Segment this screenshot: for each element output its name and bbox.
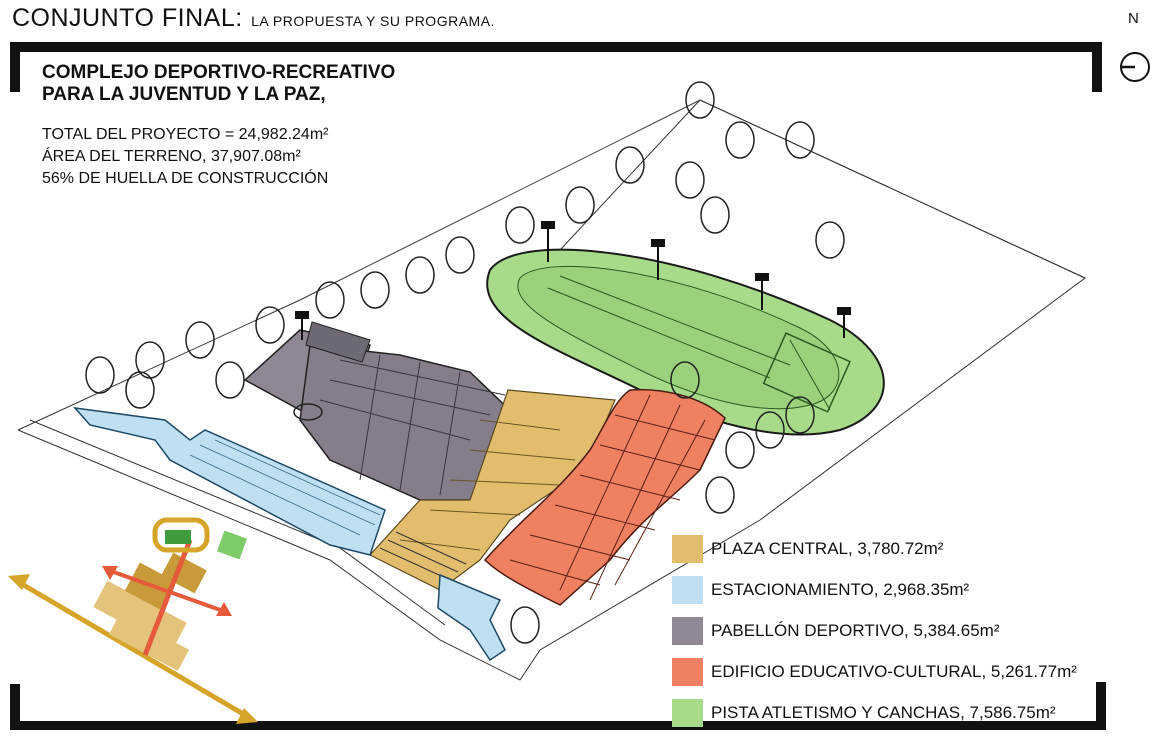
header-subtitle: LA PROPUESTA Y SU PROGRAMA. bbox=[251, 13, 495, 29]
frame-top-bar bbox=[10, 42, 1102, 52]
site-outline bbox=[17, 99, 1086, 681]
sports-pavilion bbox=[243, 321, 521, 501]
tree-icon bbox=[405, 256, 435, 294]
light-pole-icon bbox=[295, 311, 309, 340]
legend-label: EDIFICIO EDUCATIVO-CULTURAL, 5,261.77m² bbox=[711, 662, 1077, 681]
stat-total-area: TOTAL DEL PROYECTO = 24,982.24m² bbox=[42, 126, 329, 143]
legend-label: PABELLÓN DEPORTIVO, 5,384.65m² bbox=[711, 621, 1000, 640]
tree-icon bbox=[785, 396, 815, 434]
light-poles bbox=[295, 221, 851, 340]
north-label: N bbox=[1128, 10, 1139, 27]
legend-swatch bbox=[672, 617, 703, 645]
legend-swatch bbox=[672, 699, 703, 727]
frame-bottom-bar bbox=[10, 721, 1106, 730]
frame-top-left-leg bbox=[10, 42, 20, 92]
legend-item-plaza: PLAZA CENTRAL, 3,780.72m² bbox=[672, 533, 1077, 565]
legend-item-pavilion: PABELLÓN DEPORTIVO, 5,384.65m² bbox=[672, 615, 1077, 647]
legend-swatch bbox=[672, 576, 703, 604]
tree-icon bbox=[255, 306, 285, 344]
project-stats: TOTAL DEL PROYECTO = 24,982.24m² ÁREA DE… bbox=[42, 124, 395, 190]
tree-icon bbox=[675, 161, 705, 199]
stat-footprint: 56% DE HUELLA DE CONSTRUCCIÓN bbox=[42, 170, 329, 187]
tree-icon bbox=[705, 476, 735, 514]
tree-icon bbox=[315, 281, 345, 319]
tree-icon bbox=[505, 206, 535, 244]
page-header: CONJUNTO FINAL: LA PROPUESTA Y SU PROGRA… bbox=[12, 4, 495, 33]
light-pole-icon bbox=[755, 273, 769, 310]
key-plan-diagram bbox=[8, 517, 258, 724]
project-title-line1: COMPLEJO DEPORTIVO-RECREATIVO bbox=[42, 62, 396, 83]
tree-icon bbox=[85, 356, 115, 394]
legend-label: PLAZA CENTRAL, 3,780.72m² bbox=[711, 539, 944, 558]
legend-item-education: EDIFICIO EDUCATIVO-CULTURAL, 5,261.77m² bbox=[672, 656, 1077, 688]
tree-icon bbox=[785, 121, 815, 159]
educational-cultural-building bbox=[483, 388, 726, 606]
frame-bottom-left-leg bbox=[10, 684, 20, 730]
light-pole-icon bbox=[541, 221, 555, 262]
tree-icon bbox=[185, 321, 215, 359]
tree-icon bbox=[755, 411, 785, 449]
north-arrow-icon bbox=[1120, 52, 1150, 82]
light-pole-icon bbox=[651, 239, 665, 280]
legend-label: ESTACIONAMIENTO, 2,968.35m² bbox=[711, 580, 970, 599]
tree-icon bbox=[125, 371, 155, 409]
parking-lot bbox=[73, 406, 506, 662]
tree-icon bbox=[815, 221, 845, 259]
tree-icon bbox=[615, 146, 645, 184]
project-info: COMPLEJO DEPORTIVO-RECREATIVO PARA LA JU… bbox=[42, 62, 395, 190]
legend-label: PISTA ATLETISMO Y CANCHAS, 7,586.75m² bbox=[711, 703, 1056, 722]
tree-icon bbox=[700, 196, 730, 234]
tree-icon bbox=[685, 81, 715, 119]
legend-item-track: PISTA ATLETISMO Y CANCHAS, 7,586.75m² bbox=[672, 697, 1077, 729]
tree-icon bbox=[215, 361, 245, 399]
legend-item-parking: ESTACIONAMIENTO, 2,968.35m² bbox=[672, 574, 1077, 606]
frame-bottom-right-leg bbox=[1096, 682, 1106, 730]
tree-icon bbox=[510, 606, 540, 644]
legend-swatch bbox=[672, 535, 703, 563]
tree-icon bbox=[670, 361, 700, 399]
north-indicator: N bbox=[1118, 8, 1156, 88]
frame-top-right-leg bbox=[1092, 42, 1102, 92]
project-title-line2: PARA LA JUVENTUD Y LA PAZ, bbox=[42, 84, 326, 105]
tree-icon bbox=[360, 271, 390, 309]
trees bbox=[85, 81, 845, 644]
legend-swatch bbox=[672, 658, 703, 686]
tree-icon bbox=[725, 431, 755, 469]
tree-icon bbox=[725, 121, 755, 159]
tree-icon bbox=[445, 236, 475, 274]
header-title: CONJUNTO FINAL: bbox=[12, 4, 243, 32]
stat-site-area: ÁREA DEL TERRENO, 37,907.08m² bbox=[42, 148, 301, 165]
light-pole-icon bbox=[837, 307, 851, 338]
central-plaza bbox=[369, 389, 616, 591]
tree-icon bbox=[565, 186, 595, 224]
legend: PLAZA CENTRAL, 3,780.72m² ESTACIONAMIENT… bbox=[672, 533, 1077, 738]
